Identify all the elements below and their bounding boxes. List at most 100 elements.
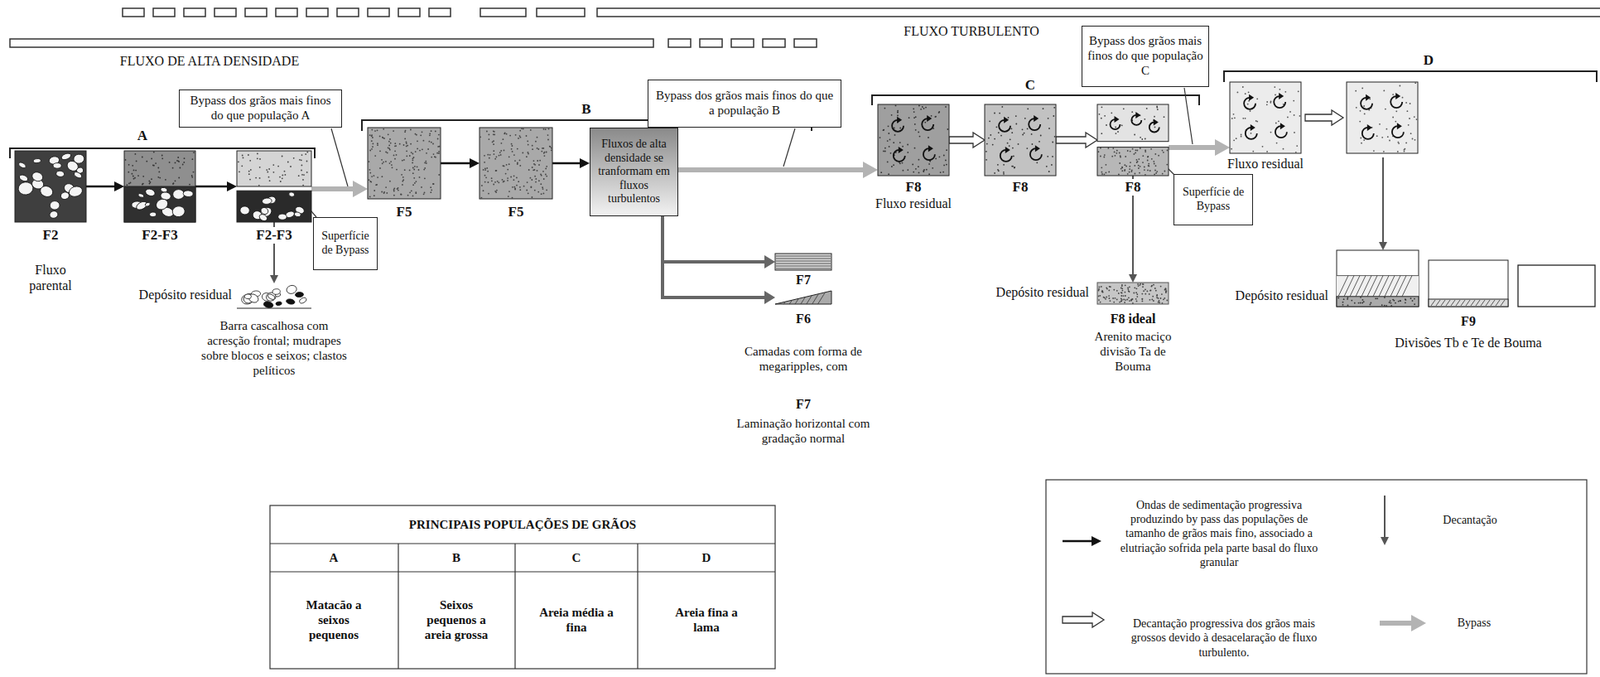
grain xyxy=(414,133,417,135)
table-rule xyxy=(636,543,638,669)
grain xyxy=(1149,169,1152,172)
grain xyxy=(268,168,270,170)
grain xyxy=(1276,142,1278,145)
grain xyxy=(1154,287,1157,290)
clast xyxy=(294,291,304,298)
grain xyxy=(247,154,250,156)
grain xyxy=(1152,299,1155,302)
grain xyxy=(1131,110,1133,113)
leader-line xyxy=(331,128,348,187)
grain xyxy=(1376,297,1379,299)
clast xyxy=(258,212,269,222)
grain xyxy=(375,183,378,186)
regime-bar xyxy=(398,8,420,17)
grain xyxy=(405,142,408,145)
grain xyxy=(491,141,494,144)
text-box: Superfície de Bypass xyxy=(313,216,378,270)
lamina xyxy=(1450,299,1456,306)
grain xyxy=(922,170,925,173)
grain xyxy=(1007,142,1009,145)
grain xyxy=(1397,142,1400,145)
box-text: Superfície de Bypass xyxy=(318,229,373,257)
grain xyxy=(381,175,384,178)
grain xyxy=(369,172,372,174)
grain xyxy=(248,173,251,175)
texture xyxy=(775,253,832,270)
grain xyxy=(128,163,131,166)
lamina xyxy=(1480,299,1485,306)
grain xyxy=(1407,110,1409,112)
grain xyxy=(1397,150,1399,153)
lamina xyxy=(1485,299,1490,306)
grain xyxy=(1026,128,1029,131)
grain xyxy=(1277,120,1280,122)
grain xyxy=(1126,298,1128,301)
clast xyxy=(149,212,157,217)
grain xyxy=(1154,169,1157,172)
lamina xyxy=(1361,275,1372,297)
grain xyxy=(1381,136,1384,139)
grain xyxy=(379,149,381,152)
regime-bar xyxy=(428,8,451,17)
grain xyxy=(1127,288,1129,290)
grain xyxy=(400,173,403,176)
clast xyxy=(244,293,252,299)
grain xyxy=(506,163,508,166)
grain xyxy=(938,110,940,113)
node-caption: F2-F3 xyxy=(126,226,193,244)
node-caption: Depósito residual xyxy=(964,284,1090,300)
grain xyxy=(1117,130,1119,133)
grain xyxy=(368,178,371,181)
grain xyxy=(1156,293,1158,296)
grain xyxy=(892,141,895,144)
clast xyxy=(18,173,29,184)
label: C xyxy=(559,549,593,565)
grain xyxy=(934,115,937,118)
grain xyxy=(414,192,417,194)
grain xyxy=(306,171,309,174)
clast xyxy=(67,184,84,198)
grain xyxy=(421,148,424,150)
texture-fill xyxy=(1346,81,1418,154)
grain xyxy=(392,130,395,132)
grain xyxy=(911,163,914,166)
clast xyxy=(55,170,65,178)
grain xyxy=(520,136,522,139)
grain xyxy=(1120,168,1123,170)
grain xyxy=(393,194,396,197)
node-caption: Depósito residual xyxy=(1200,287,1329,304)
grain xyxy=(1399,85,1402,87)
grain xyxy=(486,154,489,156)
grain xyxy=(1299,115,1302,117)
grain xyxy=(1165,291,1167,294)
grain xyxy=(1410,132,1413,135)
eddy-head xyxy=(1033,115,1039,122)
grain xyxy=(1100,117,1103,120)
grain xyxy=(389,138,391,140)
clast xyxy=(17,181,34,196)
lamina xyxy=(236,308,312,309)
grain xyxy=(385,151,387,154)
grain xyxy=(1142,161,1144,164)
lamina xyxy=(775,263,831,265)
grain xyxy=(519,164,521,167)
grain xyxy=(401,180,404,183)
grain xyxy=(882,129,885,131)
grain xyxy=(259,177,261,179)
grain xyxy=(380,159,383,161)
grain xyxy=(1350,299,1353,302)
grain xyxy=(1127,286,1129,289)
grain xyxy=(537,148,540,150)
grain xyxy=(506,168,509,171)
grain xyxy=(491,179,493,182)
grain xyxy=(925,106,927,109)
grain xyxy=(1149,289,1152,292)
grain xyxy=(1105,163,1108,166)
grain xyxy=(1359,137,1362,140)
grain xyxy=(1397,300,1400,303)
grain xyxy=(519,134,521,137)
grain xyxy=(1148,293,1151,295)
grain xyxy=(1133,134,1136,136)
grain xyxy=(407,194,410,197)
grain xyxy=(1098,286,1101,289)
